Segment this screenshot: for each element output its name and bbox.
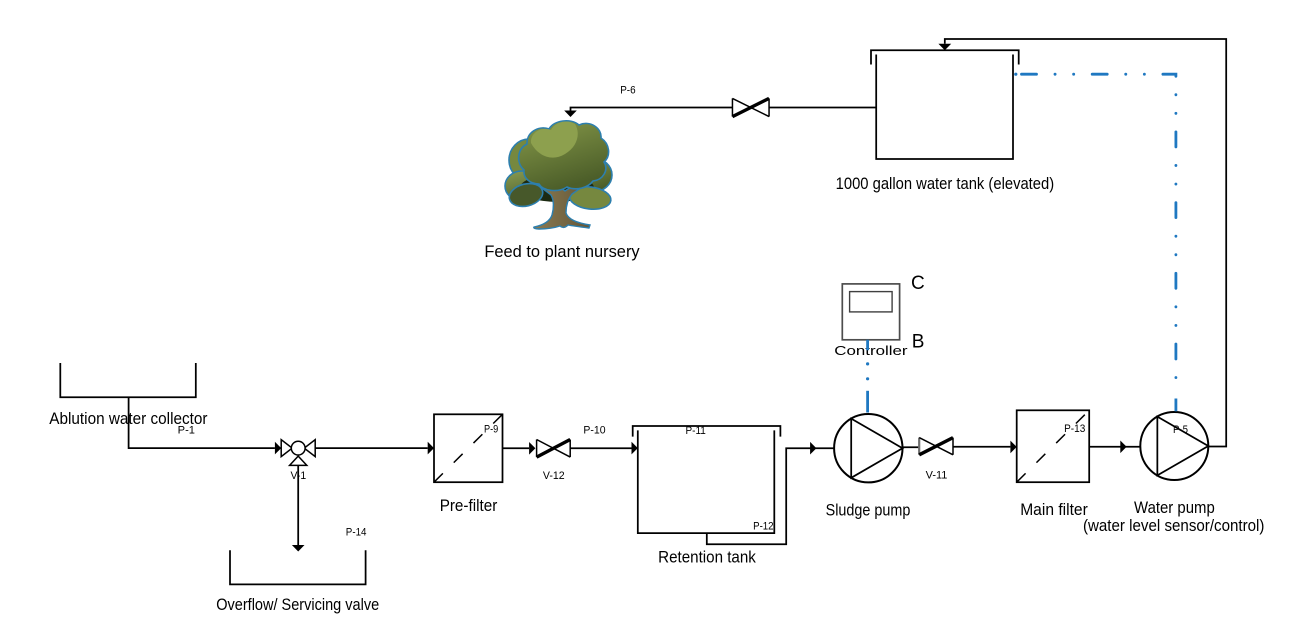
svg-text:1000 gallon water tank (elevat: 1000 gallon water tank (elevated) (836, 174, 1055, 193)
svg-text:Controller: Controller (834, 343, 908, 358)
svg-text:P-13: P-13 (1064, 423, 1085, 435)
svg-text:Overflow/ Servicing valve: Overflow/ Servicing valve (216, 595, 379, 614)
svg-text:Retention tank: Retention tank (658, 547, 756, 566)
svg-text:P-10: P-10 (583, 425, 605, 437)
svg-text:P-6: P-6 (620, 85, 635, 97)
svg-text:C: C (911, 273, 925, 294)
svg-text:(water level sensor/control): (water level sensor/control) (1083, 516, 1265, 535)
svg-text:V-12: V-12 (543, 470, 565, 482)
svg-text:Pre-filter: Pre-filter (440, 496, 498, 515)
svg-text:Water pump: Water pump (1134, 498, 1215, 517)
svg-text:P-11: P-11 (686, 425, 706, 437)
svg-text:B: B (912, 332, 925, 353)
svg-text:V-11: V-11 (926, 470, 948, 482)
svg-text:P-12: P-12 (753, 520, 774, 532)
svg-text:P-9: P-9 (484, 423, 498, 435)
svg-text:Feed to plant nursery: Feed to plant nursery (484, 242, 640, 261)
svg-text:P-1: P-1 (178, 424, 195, 436)
svg-text:Sludge pump: Sludge pump (826, 500, 911, 519)
svg-text:P-14: P-14 (346, 527, 367, 539)
svg-text:Main filter: Main filter (1020, 500, 1088, 519)
